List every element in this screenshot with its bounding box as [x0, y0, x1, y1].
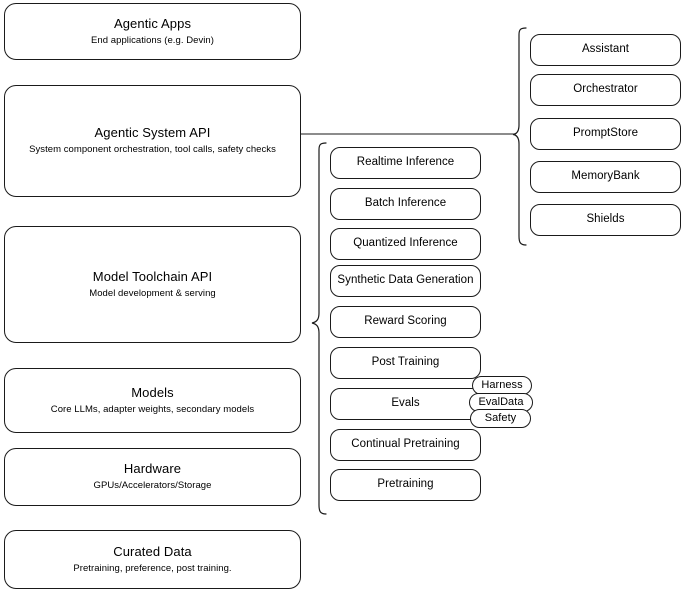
- component-label: Reward Scoring: [364, 315, 447, 328]
- component-label: Batch Inference: [364, 197, 447, 210]
- component-box-evals[interactable]: Evals: [330, 388, 481, 420]
- component-label: Shields: [586, 213, 625, 226]
- brace-toolchain-components: [311, 141, 327, 517]
- layer-title: Agentic Apps: [113, 15, 192, 31]
- brace-system-components: [512, 26, 528, 248]
- component-box-realtime-inference[interactable]: Realtime Inference: [330, 147, 481, 179]
- eval-tag-label: Harness: [481, 379, 523, 391]
- component-box-shields[interactable]: Shields: [530, 204, 681, 236]
- component-box-reward-scoring[interactable]: Reward Scoring: [330, 306, 481, 338]
- layer-subtitle: GPUs/Accelerators/Storage: [93, 480, 212, 492]
- component-label: PromptStore: [572, 127, 639, 140]
- layer-box-agentic-system-api[interactable]: Agentic System API System component orch…: [4, 85, 301, 197]
- layer-title: Curated Data: [113, 543, 192, 559]
- component-box-post-training[interactable]: Post Training: [330, 347, 481, 379]
- component-label: Assistant: [581, 43, 630, 56]
- layer-subtitle: End applications (e.g. Devin): [91, 34, 214, 46]
- eval-tag-label: Safety: [484, 412, 517, 424]
- component-box-continual-pretraining[interactable]: Continual Pretraining: [330, 429, 481, 461]
- layer-subtitle: Core LLMs, adapter weights, secondary mo…: [50, 403, 255, 415]
- layer-title: Model Toolchain API: [92, 268, 213, 284]
- component-label: Synthetic Data Generation: [337, 274, 474, 287]
- component-label: Realtime Inference: [356, 156, 455, 169]
- component-box-promptstore[interactable]: PromptStore: [530, 118, 681, 150]
- component-box-memorybank[interactable]: MemoryBank: [530, 161, 681, 193]
- component-box-synthetic-data-generation[interactable]: Synthetic Data Generation: [330, 265, 481, 297]
- layer-title: Hardware: [123, 461, 182, 477]
- eval-tag-label: EvalData: [478, 396, 524, 408]
- component-label: Continual Pretraining: [351, 438, 460, 451]
- component-box-assistant[interactable]: Assistant: [530, 34, 681, 66]
- layer-title: Agentic System API: [94, 125, 211, 141]
- connector-system-api-to-components: [301, 128, 515, 140]
- layer-box-models[interactable]: Models Core LLMs, adapter weights, secon…: [4, 368, 301, 433]
- component-label: Orchestrator: [573, 83, 638, 96]
- component-box-quantized-inference[interactable]: Quantized Inference: [330, 228, 481, 260]
- layer-subtitle: System component orchestration, tool cal…: [29, 144, 276, 156]
- component-label: MemoryBank: [571, 170, 640, 183]
- layer-title: Models: [131, 384, 174, 400]
- layer-box-model-toolchain-api[interactable]: Model Toolchain API Model development & …: [4, 226, 301, 343]
- layer-box-curated-data[interactable]: Curated Data Pretraining, preference, po…: [4, 530, 301, 589]
- component-label: Post Training: [371, 356, 440, 369]
- component-box-pretraining[interactable]: Pretraining: [330, 469, 481, 501]
- component-box-batch-inference[interactable]: Batch Inference: [330, 188, 481, 220]
- component-label: Evals: [391, 397, 420, 410]
- component-box-orchestrator[interactable]: Orchestrator: [530, 74, 681, 106]
- component-label: Quantized Inference: [353, 237, 458, 250]
- eval-tag-safety[interactable]: Safety: [470, 409, 531, 428]
- layer-box-hardware[interactable]: Hardware GPUs/Accelerators/Storage: [4, 448, 301, 506]
- component-label: Pretraining: [377, 478, 434, 491]
- layer-box-agentic-apps[interactable]: Agentic Apps End applications (e.g. Devi…: [4, 3, 301, 60]
- layer-subtitle: Model development & serving: [89, 287, 216, 299]
- layer-subtitle: Pretraining, preference, post training.: [73, 562, 232, 574]
